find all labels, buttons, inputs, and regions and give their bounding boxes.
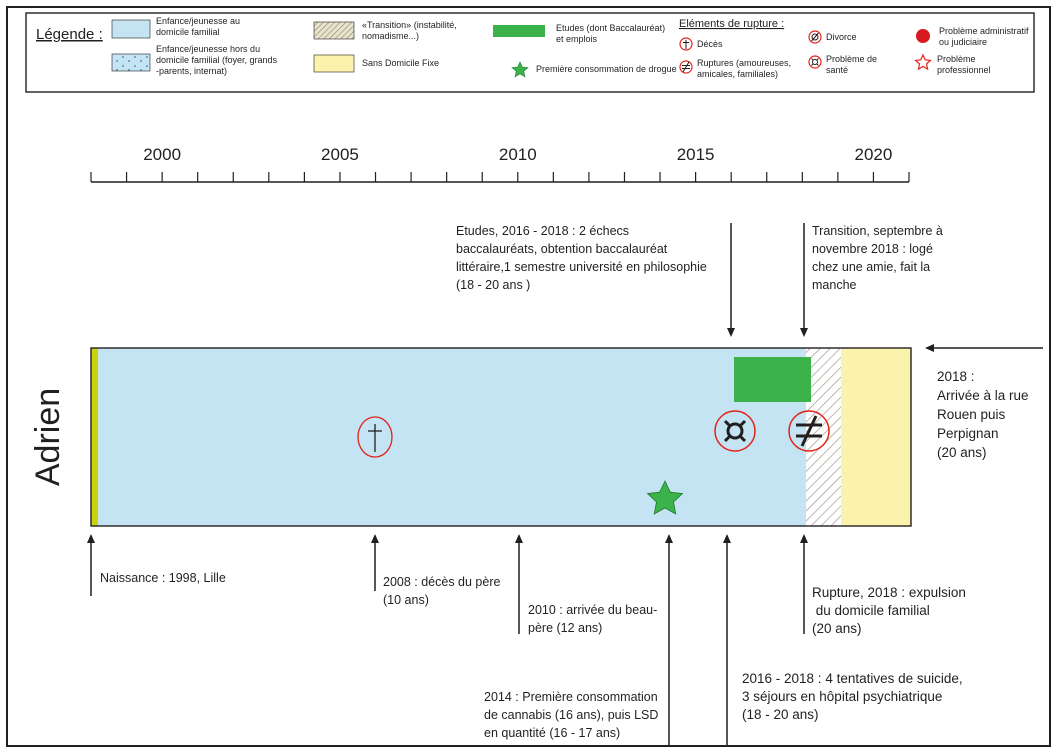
legend-label-hors-domicile: Enfance/jeunesse hors du domicile famili… [156,44,280,76]
annotation-transition: Transition, septembre à novembre 2018 : … [812,224,946,292]
legend-label-sdf: Sans Domicile Fixe [362,58,439,68]
drug-star-icon [511,61,529,78]
legend-label-transition: «Transition» (instabilité, nomadisme...) [362,20,459,41]
axis-year-label: 2005 [321,145,359,164]
annotation-suicide: 2016 - 2018 : 4 tentatives de suicide, 3… [742,671,966,722]
axis-year-label: 2000 [143,145,181,164]
death-event-icon [357,416,393,458]
legend-swatch-etudes [493,25,545,37]
rupture-not-equal-icon [679,60,693,74]
legend-label-drogue: Première consommation de drogue [536,64,677,74]
legend-swatch-hors-domicile [111,53,151,72]
legend-label-domicile: Enfance/jeunesse au domicile familial [156,16,243,37]
event-arrows [87,223,1043,745]
period-sdf [841,348,911,526]
legend-label-deces: Décès [697,39,723,49]
legend-title: Légende : [36,26,103,43]
birth-bar [91,348,98,526]
life-course-bar [90,347,912,527]
legend-swatch-domicile [111,19,151,39]
person-name: Adrien [29,388,67,486]
event-annotations: Naissance : 1998, Lille 2008 : décès du … [100,224,1032,740]
annotation-rupture: Rupture, 2018 : expulsion du domicile fa… [812,585,970,636]
professional-star-icon [914,53,932,71]
bar-outline [90,347,912,527]
axis-year-label: 2020 [855,145,893,164]
legend-label-pro: Problème professionnel [937,54,991,75]
health-event-icon [714,410,756,452]
timeline-axis: 2000 2005 2010 2015 2020 [90,145,910,183]
legend-label-etudes: Etudes (dont Baccalauréat) et emplois [556,23,668,44]
legend-rupture-title: Eléments de rupture : [679,18,784,30]
annotation-beau-pere: 2010 : arrivée du beau- père (12 ans) [528,603,661,635]
health-currency-icon [808,55,822,69]
figure-frame [6,6,1051,747]
annotation-deces-pere: 2008 : décès du père (10 ans) [383,575,504,607]
annotation-etudes: Etudes, 2016 - 2018 : 2 échecs baccalaur… [456,224,710,292]
period-etudes [734,357,811,402]
annotation-rue: 2018 : Arrivée à la rue Rouen puis Perpi… [937,369,1032,460]
admin-red-dot-icon [916,29,930,43]
death-cross-icon [679,37,693,51]
drug-event-star-icon [646,480,684,515]
legend-label-sante: Problème de santé [826,54,880,75]
legend-label-ruptures: Ruptures (amoureuses, amicales, familial… [697,58,794,79]
legend-label-divorce: Divorce [826,32,857,42]
legend: Légende : Enfance/jeunesse au domicile f… [25,12,1035,93]
annotation-cannabis: 2014 : Première consommation de cannabis… [484,690,662,740]
divorce-empty-set-icon [808,30,822,44]
legend-label-admin: Problème administratif ou judiciaire [939,26,1031,47]
legend-swatch-transition [313,21,355,40]
axis-year-label: 2015 [677,145,715,164]
period-domicile [98,348,806,526]
axis-ticks [90,172,910,182]
axis-year-labels: 2000 2005 2010 2015 2020 [143,145,892,164]
legend-swatch-sdf [313,54,355,73]
rupture-event-icon [788,410,830,452]
annotation-naissance: Naissance : 1998, Lille [100,571,226,585]
axis-year-label: 2010 [499,145,537,164]
